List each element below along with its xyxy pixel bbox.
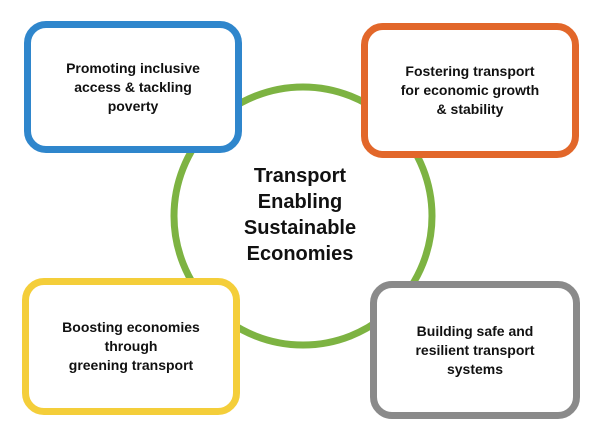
box-economic-growth: Fostering transport for economic growth …	[361, 23, 579, 158]
box-greening-transport: Boosting economies through greening tran…	[22, 278, 240, 415]
box-greening-transport-label: Boosting economies through greening tran…	[62, 319, 200, 373]
box-inclusive-access-label: Promoting inclusive access & tackling po…	[66, 59, 200, 114]
center-title: Transport Enabling Sustainable Economies	[243, 165, 357, 265]
box-inclusive-access: Promoting inclusive access & tackling po…	[24, 21, 242, 153]
box-economic-growth-label: Fostering transport for economic growth …	[400, 63, 540, 117]
box-safe-resilient: Building safe and resilient transport sy…	[370, 281, 580, 419]
green-ring-circle	[170, 83, 436, 349]
box-safe-resilient-label: Building safe and resilient transport sy…	[415, 322, 535, 377]
